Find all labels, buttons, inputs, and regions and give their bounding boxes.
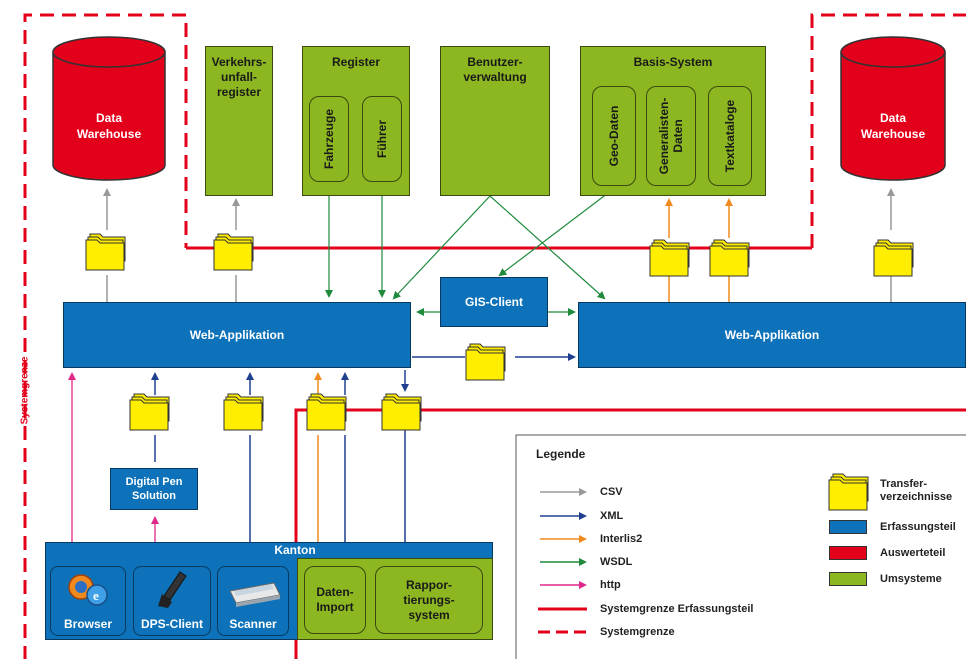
geo-daten-label: Geo-Daten [607, 105, 621, 167]
fahrzeuge-pill: Fahrzeuge [309, 96, 349, 182]
legend-wsdl-label: WSDL [600, 556, 633, 568]
web-applikation-right-label: Web-Applikation [724, 328, 820, 342]
daten-import-item: Daten- Import [304, 566, 366, 634]
fahrzeuge-label: Fahrzeuge [322, 108, 336, 170]
legend-erfassungsteil-label: Erfassungsteil [880, 521, 956, 533]
dps-client-label: DPS-Client [140, 617, 203, 631]
transfer-folder [213, 233, 254, 271]
benutzerverwaltung-box: Benutzer- verwaltung [440, 46, 550, 196]
transfer-folder [649, 239, 690, 277]
verkehrsunfallregister-label: Verkehrs- unfall- register [211, 55, 267, 99]
kanton-title: Kanton [274, 543, 316, 557]
transfer-folder [873, 239, 914, 277]
textkataloge-pill: Textkataloge [708, 86, 752, 186]
gis-client-label: GIS-Client [464, 295, 523, 309]
digital-pen-icon [158, 571, 187, 608]
digital-pen-solution-label: Digital Pen Solution [125, 476, 183, 502]
svg-text:e: e [93, 588, 99, 603]
data-warehouse-right-cylinder [840, 36, 946, 181]
basis-system-title: Basis-System [633, 55, 713, 69]
legend-xml-label: XML [600, 510, 624, 522]
browser-label: Browser [63, 617, 113, 631]
browser-icon: e [68, 574, 108, 606]
scanner-item: Scanner [217, 566, 289, 636]
scanner-icon [229, 582, 281, 607]
legend-http-label: http [600, 579, 621, 591]
web-applikation-right: Web-Applikation [578, 302, 966, 368]
digital-pen-solution-box: Digital Pen Solution [110, 468, 198, 510]
data-warehouse-right-label: Data Warehouse [860, 111, 926, 141]
dps-client-item: DPS-Client [133, 566, 211, 636]
register-title: Register [331, 55, 381, 69]
legend-folder-icon [828, 473, 869, 511]
transfer-folder [306, 393, 347, 431]
transfer-folder [381, 393, 422, 431]
transfer-folder [129, 393, 170, 431]
transfer-folder [85, 233, 126, 271]
web-applikation-left-label: Web-Applikation [189, 328, 285, 342]
fuehrer-label: Führer [375, 119, 389, 159]
textkataloge-label: Textkataloge [723, 99, 737, 173]
rapportierungssystem-label: Rappor- tierungs- system [403, 577, 455, 622]
legend-umsysteme-label: Umsysteme [880, 573, 942, 585]
daten-import-label: Daten- Import [316, 585, 354, 614]
legend-systemgrenze-erfassungsteil-label: Systemgrenze Erfassungsteil [600, 603, 754, 615]
verkehrsunfallregister-box: Verkehrs- unfall- register [205, 46, 273, 196]
rapportierungssystem-item: Rappor- tierungs- system [375, 566, 483, 634]
generalisten-daten-label: Generalisten- Daten [657, 97, 685, 175]
geo-daten-pill: Geo-Daten [592, 86, 636, 186]
data-warehouse-left-cylinder [52, 36, 166, 181]
transfer-folder [709, 239, 750, 277]
legend-csv-label: CSV [600, 486, 623, 498]
legend-frame [515, 434, 966, 659]
legend-folder-label: Transfer- verzeichnisse [880, 478, 953, 503]
data-warehouse-left-label: Data Warehouse [76, 111, 142, 141]
scanner-label: Scanner [229, 617, 277, 631]
legend-auswerteteil-swatch [829, 546, 867, 560]
web-applikation-left: Web-Applikation [63, 302, 411, 368]
legend-title: Legende [536, 447, 586, 461]
transfer-folder [465, 343, 506, 381]
benutzerverwaltung-label: Benutzer- verwaltung [463, 55, 527, 84]
transfer-folder [223, 393, 264, 431]
legend-erfassungsteil-swatch [829, 520, 867, 534]
generalisten-daten-pill: Generalisten- Daten [646, 86, 696, 186]
legend-umsysteme-swatch [829, 572, 867, 586]
legend-auswerteteil-label: Auswerteteil [880, 547, 946, 559]
systemgrenze-dashed-right [810, 13, 966, 248]
gis-client-box: GIS-Client [440, 277, 548, 327]
browser-item: e Browser [50, 566, 126, 636]
legend-systemgrenze-label: Systemgrenze [600, 626, 675, 638]
systemgrenze-label: Systemgrenze [19, 356, 31, 425]
fuehrer-pill: Führer [362, 96, 402, 182]
legend-interlis-label: Interlis2 [600, 533, 643, 545]
